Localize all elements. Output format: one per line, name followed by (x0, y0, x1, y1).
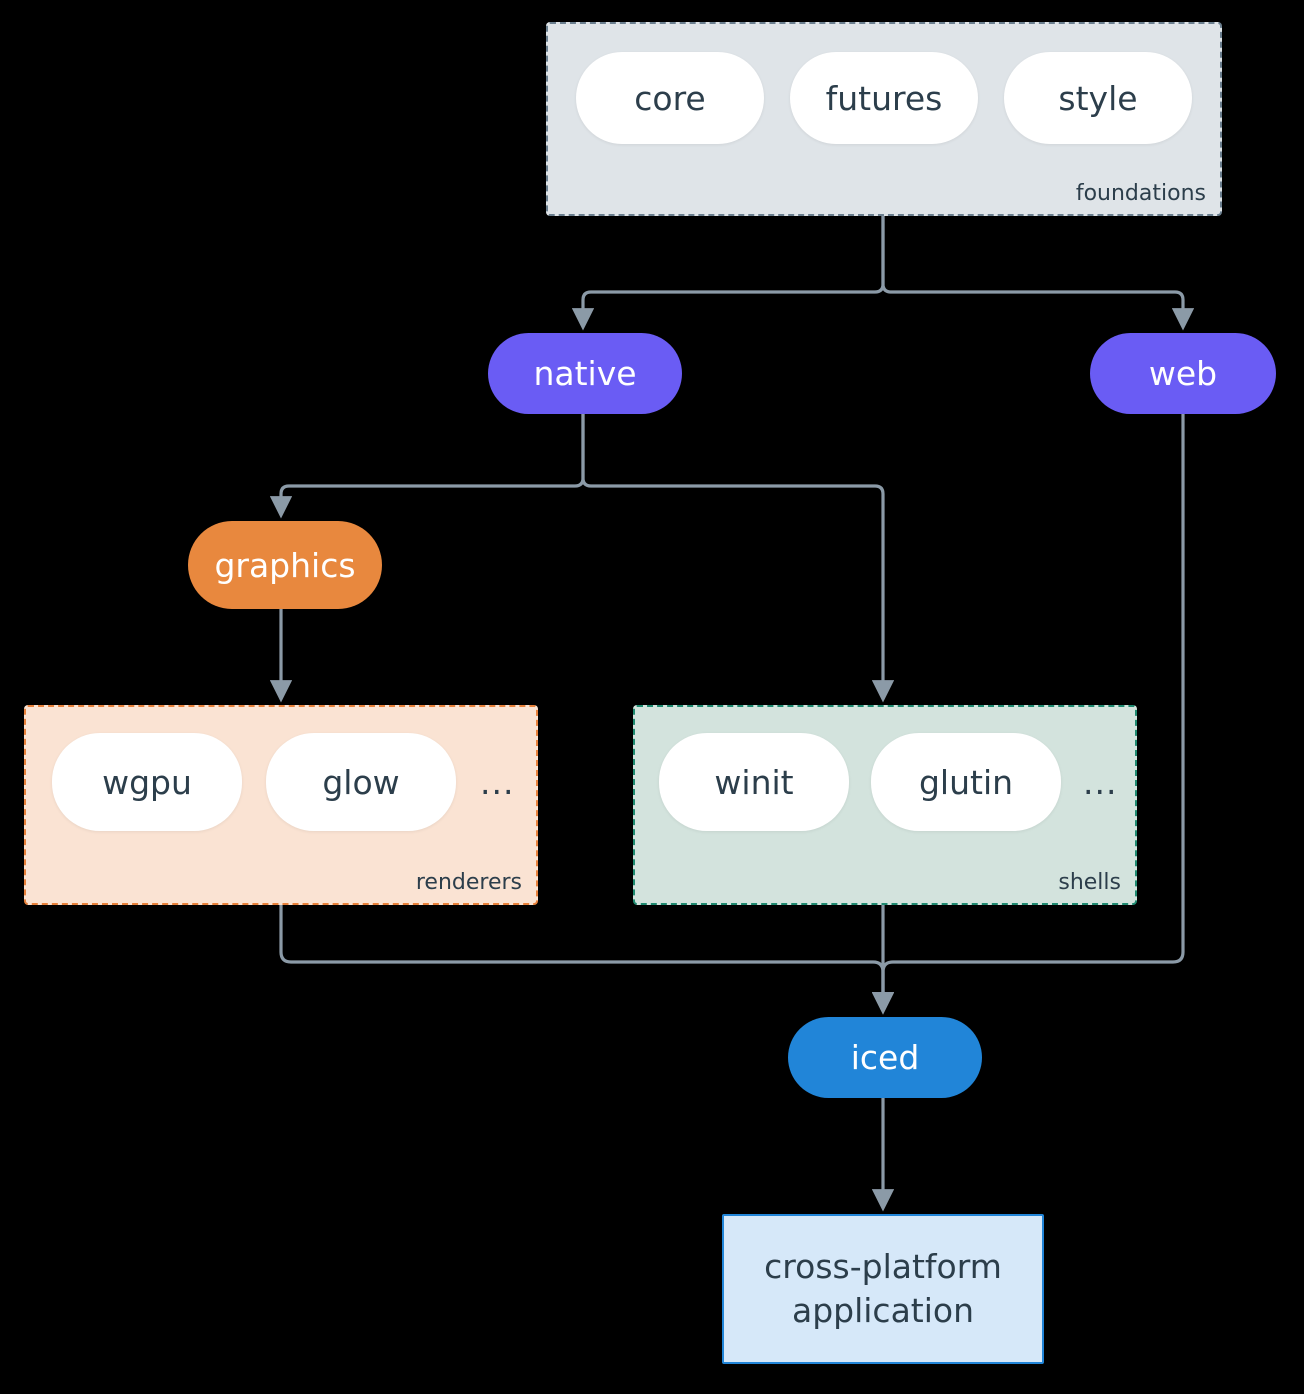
shells-items: winit glutin ... (659, 733, 1117, 831)
node-native[interactable]: native (488, 333, 682, 414)
subgraph-shells: winit glutin ... shells (633, 705, 1137, 905)
node-glutin-label: glutin (918, 762, 1014, 802)
node-application-line2: application (791, 1291, 975, 1330)
node-glutin[interactable]: glutin (871, 733, 1061, 831)
subgraph-renderers-label: renderers (415, 870, 522, 895)
node-winit[interactable]: winit (659, 733, 849, 831)
subgraph-shells-label: shells (1058, 870, 1121, 895)
renderers-items: wgpu glow ... (52, 733, 514, 831)
node-graphics-label: graphics (214, 545, 356, 585)
node-cross-platform-application[interactable]: cross-platform application (722, 1214, 1044, 1364)
renderers-ellipsis: ... (480, 762, 515, 802)
node-core[interactable]: core (576, 52, 764, 144)
node-style[interactable]: style (1004, 52, 1192, 144)
node-futures-label: futures (825, 78, 943, 118)
node-graphics[interactable]: graphics (188, 521, 382, 609)
edge-foundations-web (881, 214, 1195, 331)
subgraph-foundations-label: foundations (1075, 181, 1206, 206)
node-web-label: web (1148, 354, 1218, 393)
subgraph-foundations: core futures style foundations (546, 22, 1222, 216)
node-core-label: core (634, 78, 706, 118)
foundations-items: core futures style (576, 52, 1192, 144)
node-web[interactable]: web (1090, 333, 1276, 414)
node-wgpu[interactable]: wgpu (52, 733, 242, 831)
node-application-line1: cross-platform (764, 1247, 1002, 1287)
node-iced[interactable]: iced (788, 1017, 982, 1098)
edge-foundations-native (571, 214, 885, 331)
node-style-label: style (1058, 78, 1138, 118)
node-winit-label: winit (714, 762, 794, 802)
node-glow-label: glow (322, 762, 400, 802)
node-wgpu-label: wgpu (102, 762, 192, 802)
edge-native-shells (581, 412, 895, 703)
node-glow[interactable]: glow (266, 733, 456, 831)
node-iced-label: iced (850, 1038, 920, 1077)
edge-renderers-iced (279, 903, 895, 1015)
subgraph-renderers: wgpu glow ... renderers (24, 705, 538, 905)
node-futures[interactable]: futures (790, 52, 978, 144)
edge-native-graphics (269, 412, 585, 519)
node-native-label: native (533, 354, 637, 393)
shells-ellipsis: ... (1083, 762, 1118, 802)
